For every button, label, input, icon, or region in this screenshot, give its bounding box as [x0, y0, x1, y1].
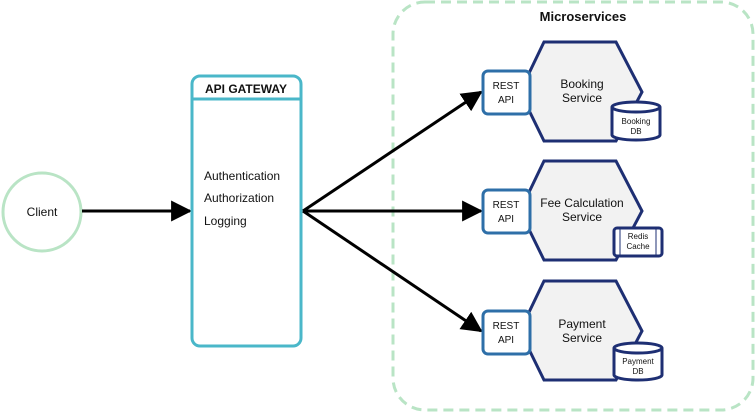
redis-cache[interactable]: Redis Cache	[612, 226, 664, 258]
payment-service-group[interactable]: REST API Payment Service Payment DB	[481, 279, 664, 382]
payment-db-label-line-2: DB	[632, 367, 643, 376]
redis-cache-box[interactable]	[612, 226, 664, 258]
fee-calculation-service-group[interactable]: REST API Fee Calculation Service Redis C…	[481, 159, 664, 262]
payment-db-cylinder-top	[612, 341, 664, 355]
fee-service-name-line-1: Fee Calculation	[540, 196, 623, 210]
client-node[interactable]	[1, 171, 83, 253]
booking-api-label: API	[498, 95, 514, 106]
booking-rest-label: REST	[493, 81, 520, 92]
booking-db-cylinder-body	[610, 107, 662, 142]
payment-db-cylinder-body	[612, 348, 664, 382]
payment-db-label-line-1: Payment	[622, 357, 654, 366]
payment-service-name-line-2: Service	[562, 331, 602, 345]
api-gateway-title: API GATEWAY	[205, 82, 287, 96]
payment-database[interactable]: Payment DB	[612, 341, 664, 382]
gateway-feature-authorization: Authorization	[204, 191, 274, 205]
fee-service-name-line-2: Service	[562, 210, 602, 224]
api-gateway-box[interactable]	[190, 74, 303, 348]
client-label: Client	[27, 205, 58, 219]
booking-service-name-line-2: Service	[562, 91, 602, 105]
gateway-to-booking-arrow	[302, 90, 483, 213]
fee-api-label: API	[498, 214, 514, 225]
payment-api-label: API	[498, 335, 514, 346]
gateway-to-payment-arrow	[302, 209, 483, 333]
booking-db-label-line-2: DB	[630, 127, 641, 136]
booking-db-cylinder-top	[610, 100, 662, 114]
microservices-title: Microservices	[540, 9, 627, 24]
booking-rest-api-box[interactable]	[481, 69, 532, 116]
fee-rest-api-box[interactable]	[481, 188, 532, 235]
booking-service-name-line-1: Booking	[560, 77, 603, 91]
payment-rest-api-box[interactable]	[481, 309, 532, 356]
payment-service-name-line-1: Payment	[558, 317, 606, 331]
gateway-feature-logging: Logging	[204, 214, 247, 228]
fee-rest-label: REST	[493, 200, 520, 211]
booking-service-group[interactable]: REST API Booking Service Booking DB	[481, 40, 662, 143]
booking-db-label-line-1: Booking	[622, 117, 651, 126]
redis-cache-label-line-1: Redis	[628, 232, 648, 241]
redis-cache-label-line-2: Cache	[626, 242, 650, 251]
payment-rest-label: REST	[493, 321, 520, 332]
gateway-feature-authentication: Authentication	[204, 169, 280, 183]
microservices-boundary	[391, 0, 755, 412]
booking-database[interactable]: Booking DB	[610, 100, 662, 142]
